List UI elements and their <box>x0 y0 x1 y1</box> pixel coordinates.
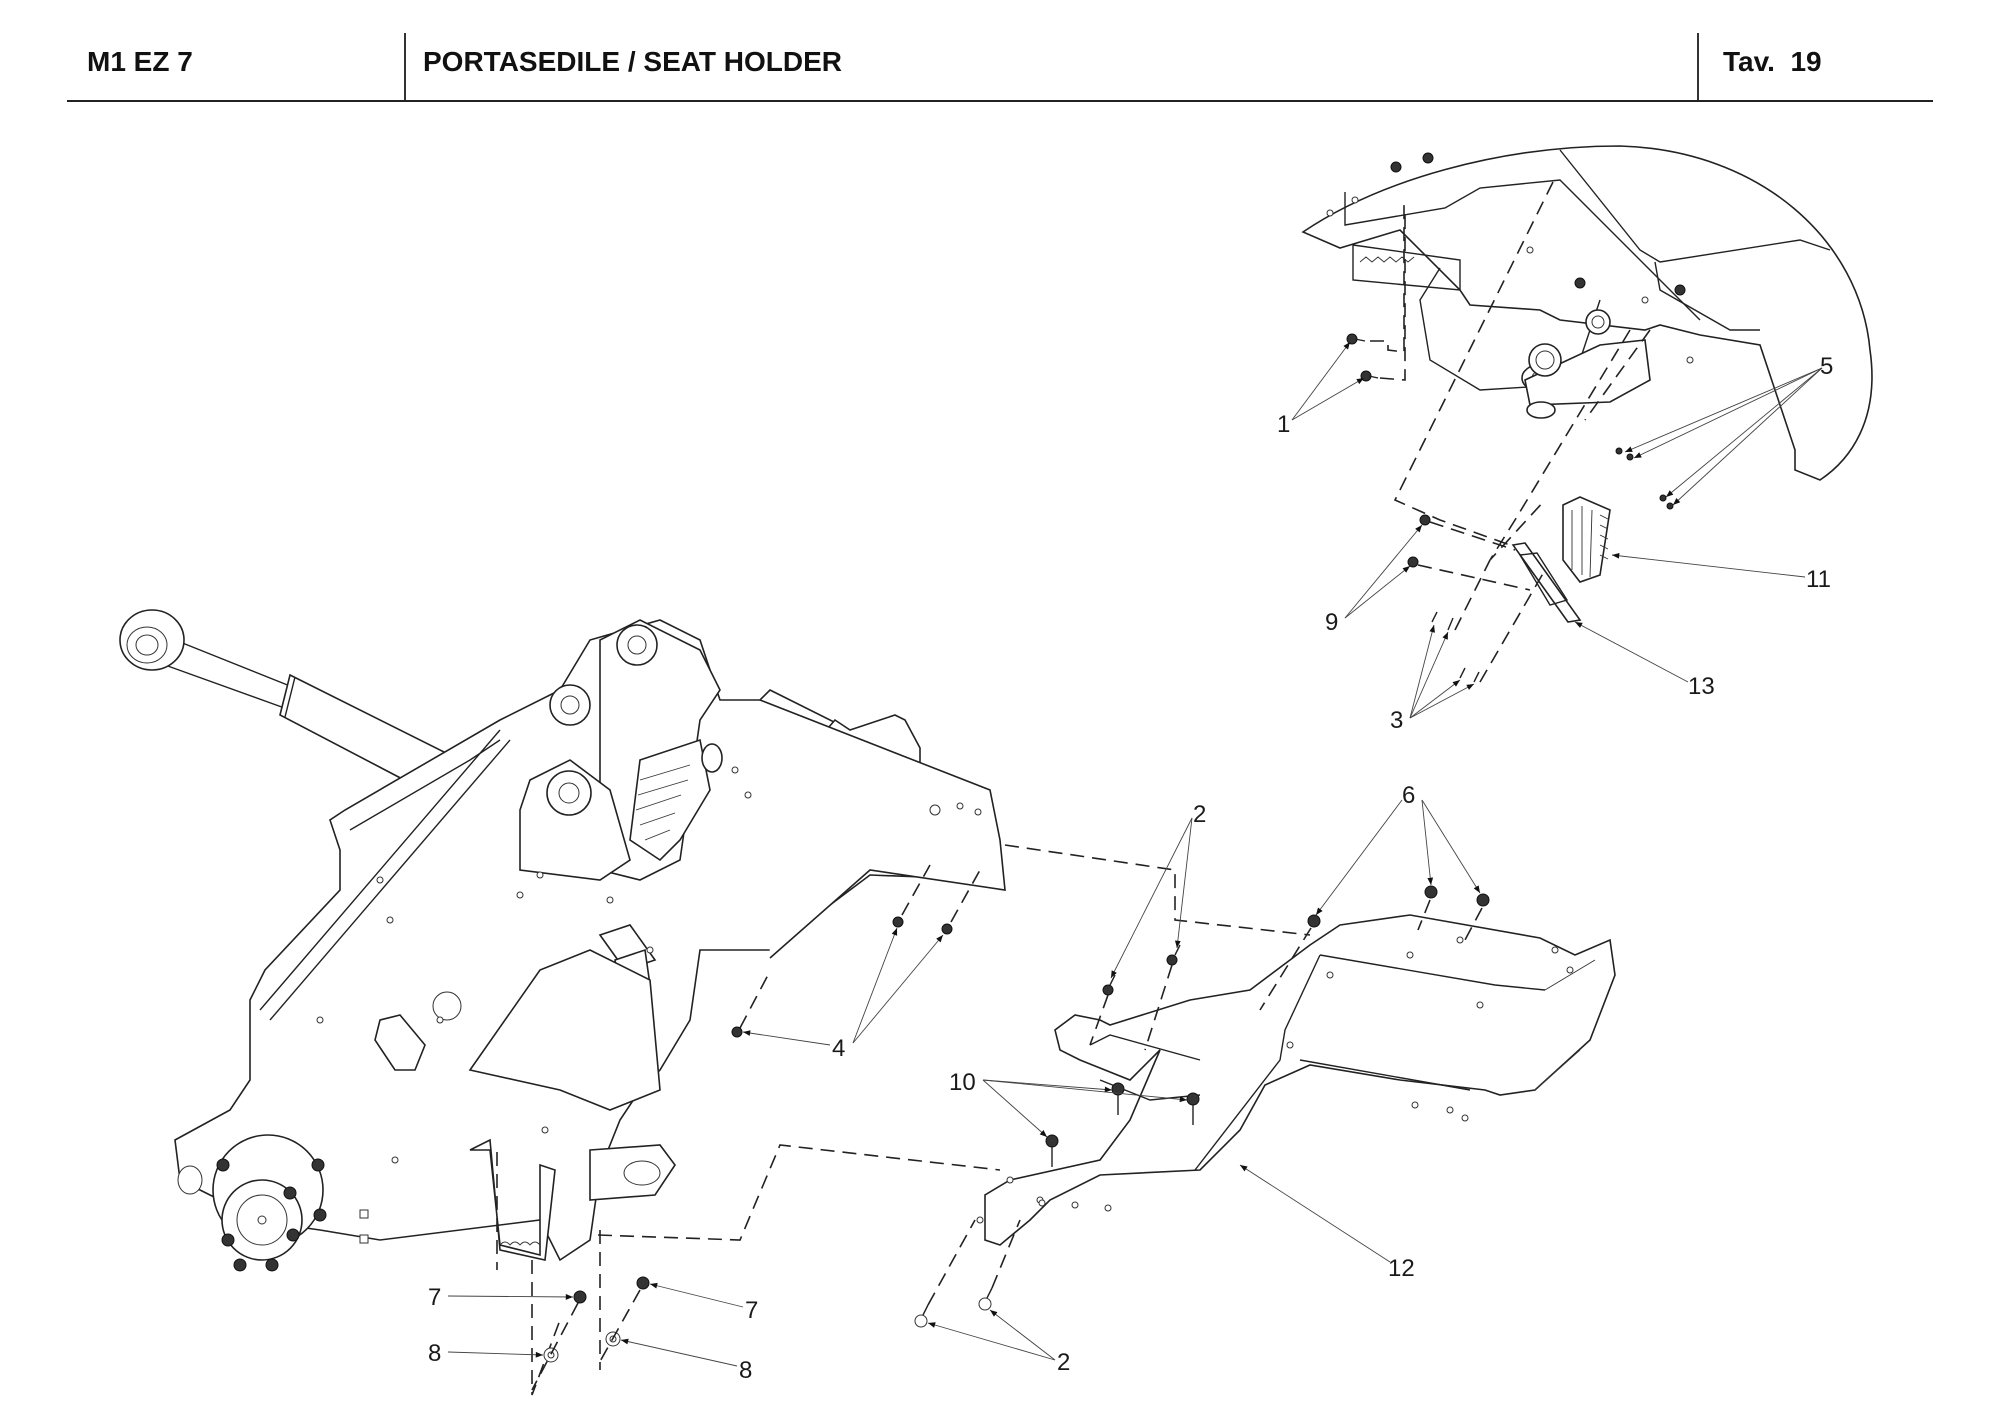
table-number: 19 <box>1790 46 1822 77</box>
callout-3: 3 <box>1390 707 1403 734</box>
plate-holes <box>316 766 982 1244</box>
fender-bolts <box>1326 152 1694 364</box>
seat-holder-item-12 <box>914 885 1616 1328</box>
nut-item-6-c <box>1476 893 1490 907</box>
table-label: Tav. <box>1723 46 1775 77</box>
nut-item-10-c <box>1045 1134 1059 1148</box>
callout-4: 4 <box>832 1035 845 1062</box>
connector-block-item-11 <box>1562 496 1611 583</box>
callout-2-upper: 2 <box>1193 801 1206 828</box>
nut-item-6-b <box>1424 885 1438 899</box>
hardware-items-7-8 <box>531 1276 650 1391</box>
nut-item-6-a <box>1307 914 1321 928</box>
nut-item-10-b <box>1186 1092 1200 1106</box>
callout-11: 11 <box>1806 566 1831 593</box>
header-divider-right <box>1697 33 1699 101</box>
table-ref: Tav. 19 <box>1723 46 1822 78</box>
bolts-item-4 <box>731 864 981 1038</box>
seat-holder-holes <box>976 936 1574 1224</box>
nut-item-7-right <box>636 1276 650 1290</box>
page-title: PORTASEDILE / SEAT HOLDER <box>423 46 842 77</box>
nut-item-9-a <box>1419 514 1431 526</box>
callout-1: 1 <box>1277 411 1290 438</box>
model-code: M1 EZ 7 <box>87 46 193 77</box>
callout-labels: 1 5 11 9 13 3 2 6 4 10 12 7 7 8 8 2 <box>428 353 1833 1384</box>
callout-6: 6 <box>1402 782 1415 809</box>
callout-9: 9 <box>1325 609 1338 636</box>
callout-12: 12 <box>1388 1255 1415 1282</box>
callout-5: 5 <box>1820 353 1833 380</box>
bolts-item-2-lower <box>914 1219 1021 1328</box>
fender-assembly <box>1301 145 1873 683</box>
callout-8-right: 8 <box>739 1357 752 1384</box>
main-frame <box>119 609 1311 1396</box>
callout-13: 13 <box>1688 673 1715 700</box>
callout-10: 10 <box>949 1069 976 1096</box>
callout-7-right: 7 <box>745 1297 758 1324</box>
bolts-item-1 <box>1346 200 1406 382</box>
drive-hub <box>212 1134 327 1272</box>
bracket-item-13 <box>1511 542 1582 623</box>
callout-8-left: 8 <box>428 1340 441 1367</box>
header-divider-left <box>404 33 406 101</box>
bolts-item-2-upper <box>1089 944 1181 1051</box>
nut-item-9-b <box>1407 556 1419 568</box>
header-rule <box>67 100 1933 102</box>
callout-7-left: 7 <box>428 1284 441 1311</box>
screws-item-3 <box>1431 559 1546 683</box>
leader-lines <box>447 341 1823 1367</box>
screws-item-5 <box>1615 447 1674 510</box>
callout-2-lower: 2 <box>1057 1349 1070 1376</box>
nut-item-7-left <box>573 1290 587 1304</box>
